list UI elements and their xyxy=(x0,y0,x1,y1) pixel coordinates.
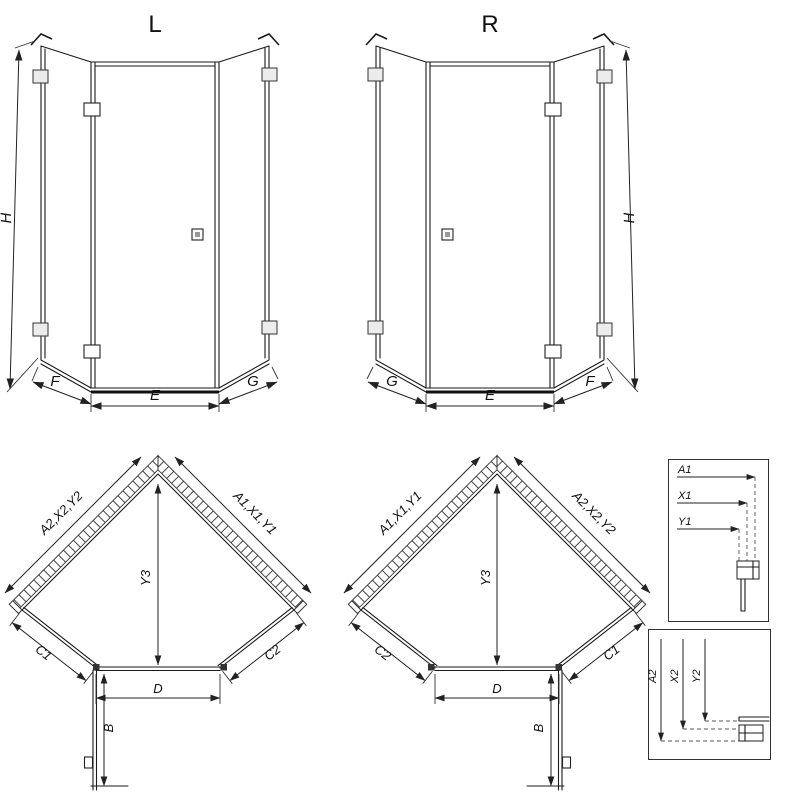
plan-label-wall-right: A1,X1,Y1 xyxy=(230,487,280,537)
wall-profile-end xyxy=(347,600,362,615)
plan-label-wall-left: A1,X1,Y1 xyxy=(374,488,424,538)
wall-profile-end xyxy=(632,600,647,615)
wall-bracket xyxy=(32,69,49,84)
detail-label: A2 xyxy=(647,670,659,684)
wall-bracket xyxy=(596,69,613,84)
detail-label: X1 xyxy=(677,490,691,502)
door-hinge xyxy=(544,344,562,359)
dim-label-height: H xyxy=(0,212,15,224)
plan-label-door-swing: B xyxy=(101,723,116,732)
plan-label-side-left: C1 xyxy=(33,641,55,663)
dim-label-bottom-center: E xyxy=(485,387,496,404)
dim-label-bottom-right: F xyxy=(585,373,595,390)
wall-bracket xyxy=(261,67,278,82)
door-pivot xyxy=(93,664,100,671)
plan-label-door-width: D xyxy=(492,681,501,696)
front-view-left: L H F E G xyxy=(0,11,280,412)
detail-frame xyxy=(668,459,769,622)
door-pivot xyxy=(428,664,435,671)
detail-dim-lines xyxy=(677,474,756,579)
front-view-right: R H G E F xyxy=(365,11,639,412)
plan-label-door-width: D xyxy=(153,681,162,696)
plan-view-left: A2,X2,Y2 A1,X1,Y1 Y3 C1 C2 D B xyxy=(4,454,312,791)
door-hinge xyxy=(83,102,101,117)
enclosure-front-right xyxy=(365,33,639,412)
door-open-position xyxy=(83,669,129,791)
wall-bracket xyxy=(32,322,49,337)
plan-view-right: A1,X1,Y1 A2,X2,Y2 Y3 C2 C1 D B xyxy=(343,454,651,791)
plan-label-diagonal: Y3 xyxy=(138,569,153,586)
detail-label: A1 xyxy=(677,464,691,476)
plan-label-diagonal: Y3 xyxy=(478,569,493,586)
dimensions-front-left xyxy=(6,40,279,412)
plan-label-wall-right: A2,X2,Y2 xyxy=(569,487,620,538)
plan-dimensions-left xyxy=(4,456,312,787)
plan-label-side-right: C2 xyxy=(261,641,284,664)
hatch-band-wall xyxy=(496,454,643,609)
wall-profile-end xyxy=(293,600,308,615)
detail-label: Y1 xyxy=(678,516,691,528)
door-handle xyxy=(83,756,94,769)
door-handle xyxy=(561,756,572,769)
view-title-right: R xyxy=(481,11,498,38)
detail-horizontal-offsets: A1 X1 Y1 xyxy=(668,459,769,622)
plan-label-wall-left: A2,X2,Y2 xyxy=(35,488,86,539)
dim-label-bottom-center: E xyxy=(150,387,161,404)
detail-dim-lines xyxy=(658,639,739,742)
plan-geometry-right xyxy=(343,454,651,791)
door-handle-detail xyxy=(445,232,450,237)
dim-label-bottom-left: F xyxy=(50,373,60,390)
hatch-band-right-wall xyxy=(157,454,304,609)
wall-bracket xyxy=(367,67,384,82)
dim-label-bottom-right: G xyxy=(247,373,259,390)
wall-bracket xyxy=(596,322,613,337)
detail-label: Y2 xyxy=(691,670,703,683)
view-title-left: L xyxy=(148,11,161,38)
door-pivot xyxy=(555,664,562,671)
wall-bracket xyxy=(367,320,384,335)
plan-label-door-swing: B xyxy=(531,723,546,732)
door-pivot xyxy=(220,664,227,671)
profile-section xyxy=(736,560,760,612)
plan-dimensions-right xyxy=(343,456,651,787)
hatch-band-wall xyxy=(351,454,498,609)
wall-profile-end xyxy=(8,600,23,615)
hatch-band-left-wall xyxy=(12,454,159,609)
door-hinge xyxy=(544,102,562,117)
enclosure-front-left xyxy=(30,33,280,394)
door-handle-detail xyxy=(195,232,200,237)
door-open-position xyxy=(526,669,572,791)
dim-label-bottom-left: G xyxy=(386,373,398,390)
plan-label-side-right: C1 xyxy=(600,641,622,663)
detail-label: X2 xyxy=(669,670,681,684)
profile-section xyxy=(738,716,770,742)
detail-vertical-offsets: A2 X2 Y2 xyxy=(647,629,771,760)
wall-bracket xyxy=(261,320,278,335)
detail-frame xyxy=(648,629,771,760)
dimensions-front-right xyxy=(366,40,639,412)
plan-label-side-left: C2 xyxy=(372,641,395,664)
door-hinge xyxy=(83,344,101,359)
dim-label-height: H xyxy=(621,212,638,224)
